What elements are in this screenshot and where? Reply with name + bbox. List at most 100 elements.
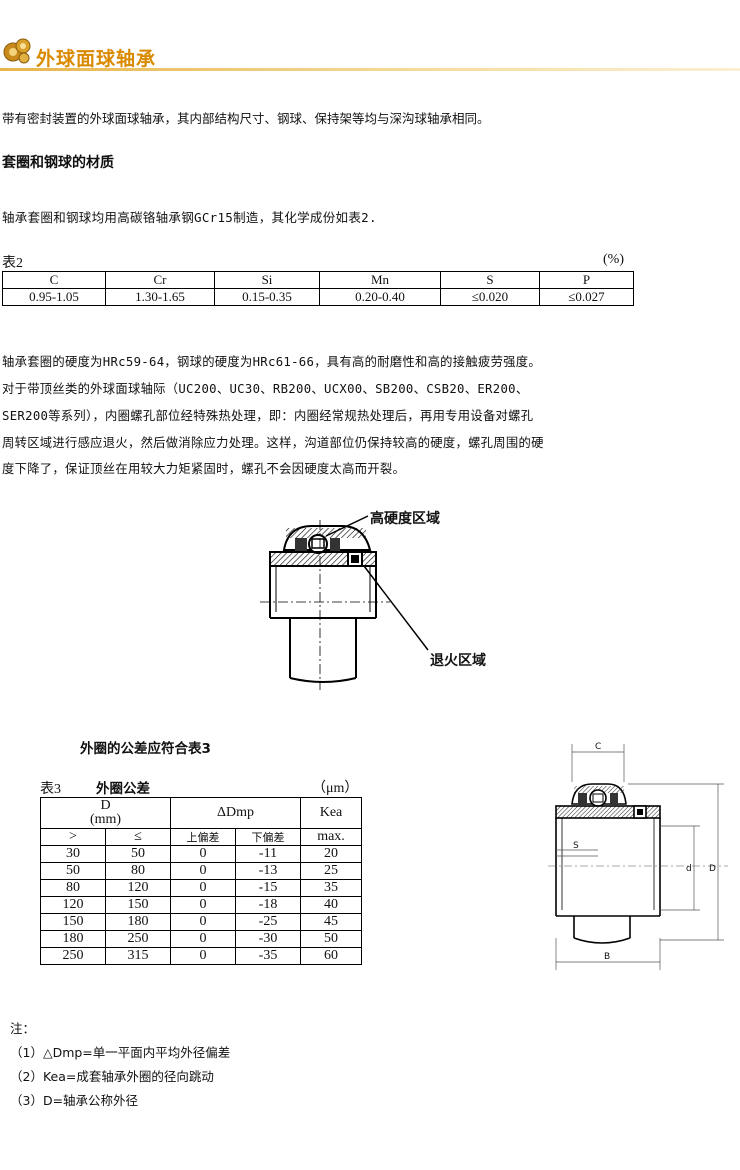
table3-cell: 20 [300,845,362,863]
table2: C Cr Si Mn S P 0.95-1.05 1.30-1.65 0.15-… [2,271,634,306]
table3-header-D: D (mm) [40,797,171,829]
page-title: 外球面球轴承 [36,48,157,70]
table3-cell: -11 [235,845,301,863]
table-row: 180 250 0 -30 50 [40,930,362,948]
table3-cell: 180 [105,913,171,931]
table3-intro: 外圈的公差应符合表3 [80,741,211,757]
notes-title: 注： [10,1021,36,1036]
table3-cell: -35 [235,947,301,965]
table2-unit: (%) [603,252,624,267]
table3-subheader-row: > ≤ 上偏差 下偏差 max. [40,828,362,846]
table3-sub-lower: 下偏差 [235,828,301,846]
table3-cell: 0 [170,930,236,948]
table3-sub-gt: > [40,828,106,846]
table3-cell: 120 [40,896,106,914]
table3-header-D-label: D [100,798,111,813]
table3-cell: 0 [170,879,236,897]
table3-cell: 45 [300,913,362,931]
hardness-line: 对于带顶丝类的外球面球轴际（UC200、UC30、RB200、UCX00、SB2… [2,382,529,396]
table-row: 80 120 0 -15 35 [40,879,362,897]
hardness-line: SER200等系列），内圈螺孔部位经特殊热处理，即：内圈经常规热处理后，再用专用… [2,409,534,423]
table2-value-cell: ≤0.020 [440,288,540,306]
table3-cell: 40 [300,896,362,914]
table3-cell: 80 [105,862,171,880]
hardness-line: 周转区域进行感应退火，然后做消除应力处理。这样，沟道部位仍保持较高的硬度，螺孔周… [2,436,544,450]
bearing-logo-icon [2,36,32,66]
note-item: （1）△Dmp=单一平面内平均外径偏差 [10,1045,231,1060]
note-item: （2）Kea=成套轴承外圈的径向跳动 [10,1069,214,1084]
table3-cell: 150 [105,896,171,914]
bearing-dimension-diagram [548,744,728,970]
label-high-hardness: 高硬度区域 [370,511,440,527]
table3-unit: （μm） [312,781,359,796]
table3-header-dmp: ΔDmp [170,797,301,829]
table-row: 150 180 0 -25 45 [40,913,362,931]
table3-header-kea: Kea [300,797,362,829]
table3-cell: -15 [235,879,301,897]
table3-cell: -25 [235,913,301,931]
table2-header-cell: S [440,271,540,289]
table-row: 120 150 0 -18 40 [40,896,362,914]
table2-value-cell: 0.15-0.35 [214,288,320,306]
table3-cell: 60 [300,947,362,965]
table-row: 250 315 0 -35 60 [40,947,362,965]
table3-title: 外圈公差 [96,781,150,797]
table3-cell: 50 [105,845,171,863]
table3-cell: -13 [235,862,301,880]
note-item: （3）D=轴承公称外径 [10,1093,139,1108]
table-row: 50 80 0 -13 25 [40,862,362,880]
table2-header-cell: Mn [319,271,441,289]
table3-cell: 35 [300,879,362,897]
table3-cell: 30 [40,845,106,863]
hardness-line: 度下降了，保证顶丝在用较大力矩紧固时，螺孔不会因硬度太高而开裂。 [2,462,406,476]
table3-cell: 0 [170,896,236,914]
table2-caption: 表2 [2,256,23,271]
hardness-zone-diagram [260,515,429,690]
table3-sub-max: max. [300,828,362,846]
table3-cell: 50 [40,862,106,880]
hardness-line: 轴承套圈的硬度为HRc59-64，钢球的硬度为HRc61-66，具有高的耐磨性和… [2,355,541,369]
dim-label-D: D [709,864,716,874]
table3-sub-le: ≤ [105,828,171,846]
table3-caption: 表3 [40,782,61,797]
table2-value-cell: ≤0.027 [539,288,634,306]
table3-header-row: D (mm) ΔDmp Kea [40,797,362,829]
dim-label-d: d [686,864,692,874]
table3-cell: 50 [300,930,362,948]
table2-header-cell: C [2,271,106,289]
header-divider [0,68,740,71]
table3-cell: 250 [40,947,106,965]
table2-value-cell: 0.95-1.05 [2,288,106,306]
table3-cell: 315 [105,947,171,965]
table2-value-cell: 0.20-0.40 [319,288,441,306]
dim-label-C: C [595,742,602,752]
table2-value-row: 0.95-1.05 1.30-1.65 0.15-0.35 0.20-0.40 … [2,288,634,306]
table3-cell: 150 [40,913,106,931]
table3-cell: 0 [170,913,236,931]
table2-value-cell: 1.30-1.65 [105,288,215,306]
intro-text: 带有密封装置的外球面球轴承，其内部结构尺寸、钢球、保持架等均与深沟球轴承相同。 [2,111,490,126]
table3-cell: 0 [170,862,236,880]
table3-cell: 0 [170,947,236,965]
table3-cell: -30 [235,930,301,948]
material-section-title: 套圈和钢球的材质 [2,155,114,171]
material-text: 轴承套圈和钢球均用高碳铬轴承钢GCr15制造，其化学成份如表2. [2,210,377,225]
label-annealed: 退火区域 [430,653,486,669]
dim-label-S: S [573,841,579,851]
table3-header-D-unit: (mm) [89,812,122,827]
table-row: 30 50 0 -11 20 [40,845,362,863]
table2-header-cell: Si [214,271,320,289]
table3-cell: 180 [40,930,106,948]
table3-cell: 80 [40,879,106,897]
table3-cell: 120 [105,879,171,897]
table3-cell: 250 [105,930,171,948]
table3-cell: 25 [300,862,362,880]
notes: 注： （1）△Dmp=单一平面内平均外径偏差 （2）Kea=成套轴承外圈的径向跳… [10,1017,230,1113]
table2-header-cell: Cr [105,271,215,289]
table3-sub-upper: 上偏差 [170,828,236,846]
table3-cell: 0 [170,845,236,863]
table2-header-row: C Cr Si Mn S P [2,271,634,289]
table3-cell: -18 [235,896,301,914]
table3: D (mm) ΔDmp Kea > ≤ 上偏差 下偏差 max. 30 50 0… [40,797,362,965]
table2-header-cell: P [539,271,634,289]
